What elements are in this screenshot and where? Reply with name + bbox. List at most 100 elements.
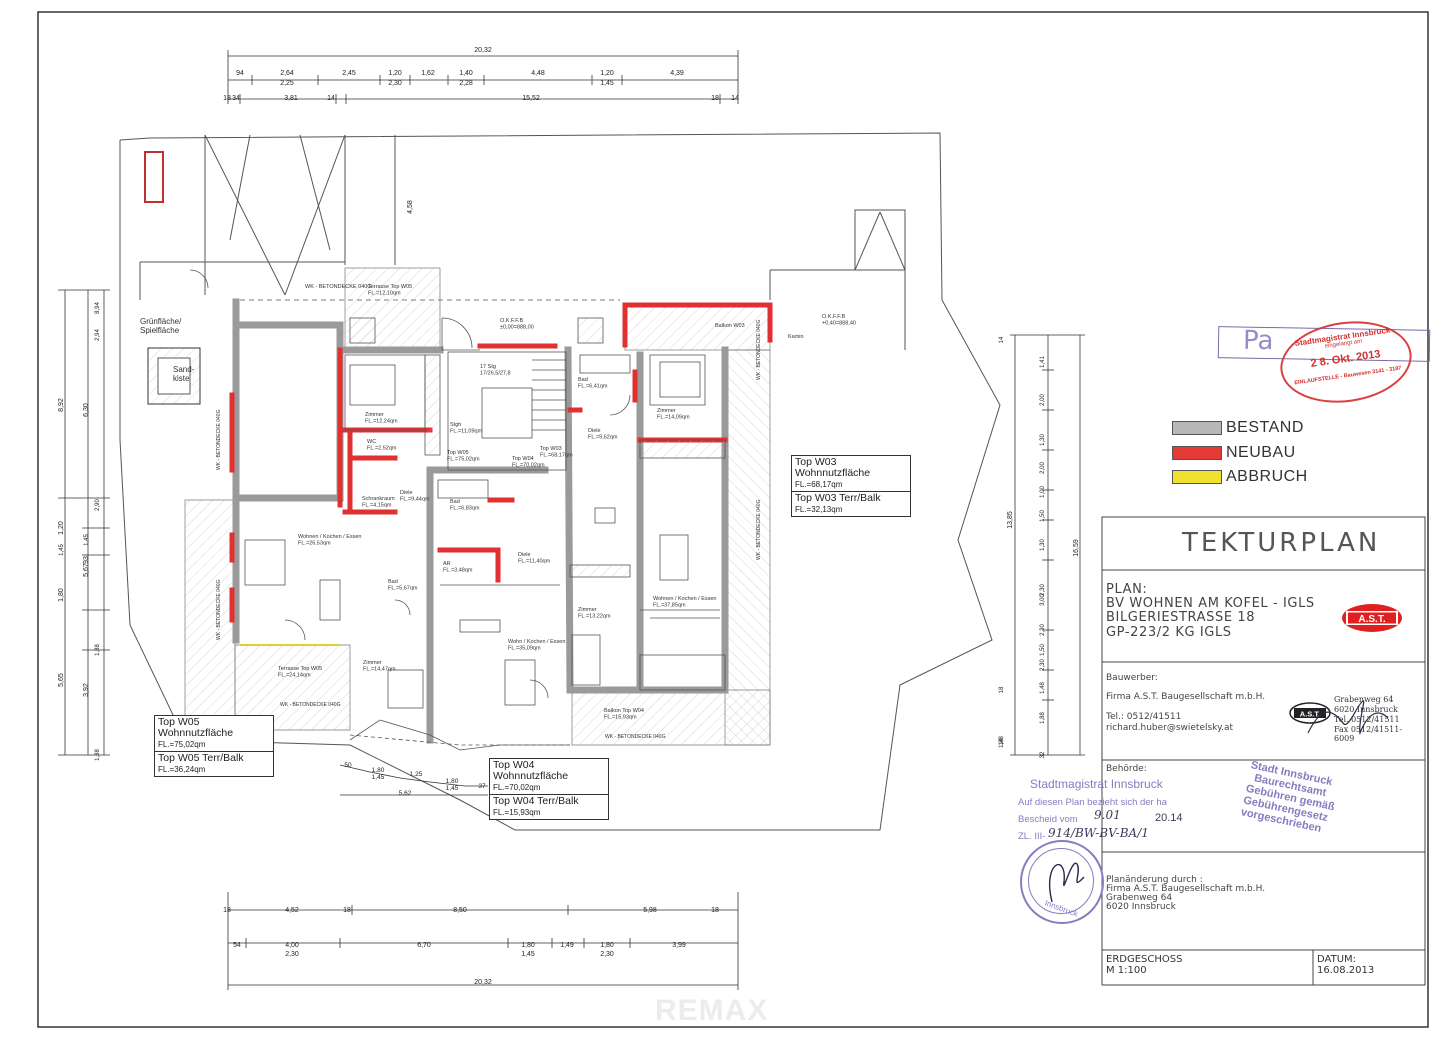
dim-left-vertical: 6,30 bbox=[83, 403, 90, 417]
dim-top-row2: 14 bbox=[731, 95, 739, 102]
dim-right-inner: 1,41 bbox=[1040, 356, 1046, 368]
unit-w04-terr: Top W04 Terr/Balk bbox=[493, 795, 579, 807]
unit-w03-area: FL.=68,17qm bbox=[795, 480, 843, 489]
ast-logo-text: A.S.T. bbox=[1358, 614, 1385, 625]
company-stamp-logo-text: A.S.T. bbox=[1300, 710, 1320, 719]
unit-w03-terr: Top W03 Terr/Balk bbox=[795, 492, 881, 504]
bauwerber-name: Firma A.S.T. Baugesellschaft m.b.H. bbox=[1106, 692, 1266, 702]
unit-w03-name: Top W03 Wohnnutzfläche bbox=[795, 456, 871, 479]
site-boundary bbox=[119, 132, 1001, 831]
legend-item-bestand: BESTAND bbox=[1172, 419, 1304, 437]
title-tekturplan: TEKTURPLAN bbox=[1182, 528, 1381, 558]
bauwerber-label: Bauwerber: bbox=[1106, 673, 1158, 683]
legend-item-abbruch: ABBRUCH bbox=[1172, 468, 1308, 486]
dim-right-inner: 2,30 bbox=[1040, 659, 1046, 671]
dim-right-inner: 14 bbox=[999, 738, 1005, 745]
unit-w04-name: Top W04 Wohnnutzfläche bbox=[493, 759, 569, 782]
dim-bay: 50 bbox=[344, 762, 352, 769]
dim-right-inner: 1,30 bbox=[1040, 539, 1046, 551]
dim-right-inner: 14 bbox=[999, 336, 1005, 343]
dim-top-total: 20,32 bbox=[474, 47, 492, 54]
datum-label: DATUM: bbox=[1317, 954, 1357, 965]
dim-right-inner: 2,00 bbox=[1040, 394, 1046, 406]
room-label-betondecke: WK - BETONDECKE 040G bbox=[756, 499, 762, 560]
dim-left-vertical: 8,92 bbox=[58, 398, 65, 412]
geschoss: ERDGESCHOSS bbox=[1106, 954, 1183, 965]
unit-w05-terr-area: FL.=36,24qm bbox=[158, 765, 206, 774]
dim-right-inner: 32 bbox=[1040, 751, 1046, 758]
room-label-sandkiste: Sand-kiste bbox=[173, 365, 195, 383]
dim-left-small: 8,94 bbox=[95, 302, 101, 314]
legend-swatch-abbruch bbox=[1172, 470, 1222, 484]
dim-left-vertical: 1,80 bbox=[58, 588, 65, 602]
unit-w05-terr: Top W05 Terr/Balk bbox=[158, 752, 244, 764]
dim-bottom-row2: 1,49 bbox=[560, 942, 574, 949]
stamp-stadtmagistrat: Stadtmagistrat Innsbruck bbox=[1030, 777, 1163, 791]
unit-w04-terr-area: FL.=15,93qm bbox=[493, 808, 541, 817]
room-label-kamin: Kamin bbox=[788, 334, 804, 340]
stamp-zl-hand: 914/BW-BV-BA/1 bbox=[1048, 826, 1149, 840]
stamp-bezieht: Auf diesen Plan bezieht sich der ha bbox=[1018, 797, 1167, 808]
room-label-betondecke: WK - BETONDECKE 040G bbox=[605, 734, 666, 740]
planaenderung-4: 6020 Innsbruck bbox=[1106, 902, 1176, 912]
dim-right-inner: 1,48 bbox=[1040, 682, 1046, 694]
dim-right-inner: 3,00 bbox=[1040, 594, 1046, 606]
dim-bottom-row2: 3,99 bbox=[672, 942, 686, 949]
dim-bottom-row2-sub: 1,45 bbox=[521, 951, 535, 958]
dim-bay: 37 bbox=[478, 783, 486, 790]
dim-right-inner: 1,00 bbox=[1040, 486, 1046, 498]
bauwerber-email: richard.huber@swietelsky.at bbox=[1106, 723, 1234, 733]
sheet-border bbox=[37, 11, 1429, 1028]
dim-left-small: 1,88 bbox=[95, 749, 101, 761]
unit-w04-area: FL.=70,02qm bbox=[493, 783, 541, 792]
planaenderung-1: Planänderung durch : bbox=[1106, 875, 1203, 885]
dim-bay: 1,80 bbox=[372, 767, 385, 774]
company-stamp: A.S.T. Grabenweg 64 6020 Innsbruck Tel. … bbox=[1288, 693, 1418, 743]
dim-bottom-row1: 4,52 bbox=[285, 907, 299, 914]
dim-top-row1-sub: 1,45 bbox=[600, 80, 614, 87]
dim-right-inner: 18 bbox=[999, 686, 1005, 693]
dim-left-small: 1,45 bbox=[59, 544, 65, 556]
unit-w03-terr-area: FL.=32,13qm bbox=[795, 505, 843, 514]
dim-bottom-row2: 1,80 bbox=[521, 942, 535, 949]
dim-top-row1: 1,62 bbox=[421, 70, 435, 77]
dim-bottom-row2: 1,80 bbox=[600, 942, 614, 949]
legend-item-neubau: NEUBAU bbox=[1172, 444, 1296, 462]
watermark: REMAX bbox=[655, 994, 769, 1027]
dim-top-row1-sub: 2,28 bbox=[459, 80, 473, 87]
dim-bottom-total: 20,32 bbox=[474, 979, 492, 986]
dim-bottom-row1: 18 bbox=[711, 907, 719, 914]
datum-value: 16.08.2013 bbox=[1317, 965, 1375, 976]
dim-right-inner: 1,88 bbox=[999, 736, 1005, 748]
dim-top-row1: 1,20 bbox=[388, 70, 402, 77]
dim-top-row1: 2,64 bbox=[280, 70, 294, 77]
terrace-w05 bbox=[184, 499, 236, 736]
room-label-wk-top: WK - BETONDECKE 040G bbox=[305, 284, 372, 290]
stamp-line-1: Grabenweg 64 bbox=[1334, 695, 1394, 704]
stamp-box-text: Pa bbox=[1242, 325, 1274, 357]
seal-signature bbox=[1048, 862, 1085, 903]
room-label-okffb-1: O.K.F.F.B±0,00=888,00 bbox=[500, 318, 534, 331]
stamp-bescheid: Bescheid vom bbox=[1018, 814, 1078, 825]
bauwerber-tel: Tel.: 0512/41511 bbox=[1106, 712, 1182, 722]
dim-bay: 1,45 bbox=[446, 785, 459, 792]
dim-top-vertical: 4,58 bbox=[407, 200, 414, 214]
balkon-w04 bbox=[571, 689, 771, 746]
stamp-eingelangt: Pa Stadtmagistrat Innsbruck eingelangt a… bbox=[1217, 313, 1438, 411]
dim-top-row2: 3,81 bbox=[284, 95, 298, 102]
room-label-gruenflaeche: Grünfläche/Spielfläche bbox=[140, 317, 182, 335]
